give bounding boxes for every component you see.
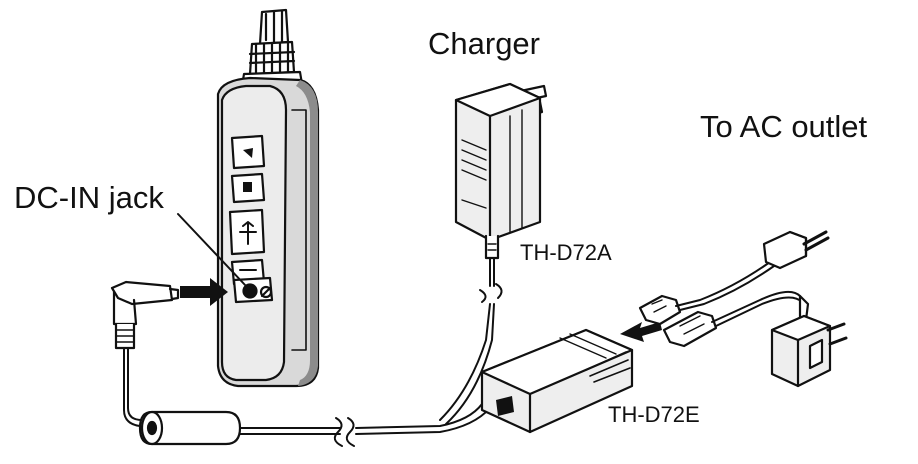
adaptor-th-d72e — [480, 328, 634, 434]
dc-in-pointer-line — [177, 213, 247, 287]
ferrite-core — [138, 410, 242, 446]
adaptor-insertion-arrow-icon — [620, 322, 662, 342]
charger-label: Charger — [428, 26, 540, 61]
wall-plug — [770, 294, 848, 388]
charger-th-d72a — [439, 82, 548, 425]
euro-plug — [762, 230, 830, 270]
dc-in-jack — [232, 276, 274, 304]
th-d72e-label: TH-D72E — [608, 402, 700, 427]
th-d72a-label: TH-D72A — [520, 240, 612, 265]
dc-cable — [123, 347, 491, 447]
antenna — [240, 8, 304, 88]
dc-in-jack-label: DC-IN jack — [14, 180, 164, 215]
ac-cord — [638, 230, 848, 388]
radio-side-buttons — [228, 134, 266, 286]
to-ac-outlet-label: To AC outlet — [700, 109, 868, 144]
dc-plug — [110, 280, 180, 350]
transceiver — [216, 8, 320, 388]
insertion-arrow-icon — [180, 278, 228, 306]
